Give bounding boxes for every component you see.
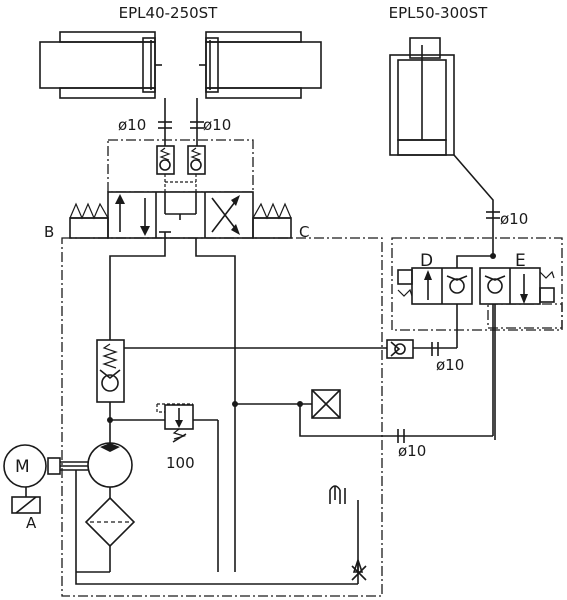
pipe-size-label-left-a: ø10 (118, 116, 146, 134)
pipe-coupling-return (397, 304, 494, 443)
pipe-size-label-return: ø10 (398, 442, 426, 460)
motor-label: M (15, 457, 30, 477)
line-check-valve (96, 339, 125, 403)
suction-filter (84, 496, 136, 572)
valve-block-boundary-right (391, 237, 563, 331)
pipe-coupling-right-top (486, 211, 500, 219)
pilot-check-valve-pair (156, 145, 206, 195)
tank-return-bottom (75, 470, 358, 585)
pilot-check-block-boundary (107, 139, 254, 193)
valve-e (479, 253, 555, 440)
relief-valve (110, 403, 219, 572)
tank-breather (329, 485, 346, 504)
pipe-size-label-pilot: ø10 (436, 356, 464, 374)
cylinder-right-model-label: EPL50-300ST (389, 4, 489, 22)
pipe-size-label-right-top: ø10 (500, 210, 528, 228)
port-label-c: C (299, 223, 309, 241)
tank-line (195, 238, 236, 572)
solenoid-a (11, 487, 41, 514)
solenoid-label: A (26, 514, 37, 532)
valve-block-subboundary (487, 303, 563, 329)
power-unit-boundary (61, 237, 383, 597)
cylinder-left-model-label: EPL40-250ST (119, 4, 219, 22)
cylinder-left-pair (39, 31, 322, 146)
pilot-check-right (386, 339, 439, 359)
valve-label-d: D (420, 251, 433, 271)
valve-label-e: E (515, 251, 526, 271)
relief-setting-label: 100 (166, 454, 195, 472)
pipe-coupling-left (158, 121, 204, 129)
hydraulic-pump (87, 442, 133, 498)
pipe-size-label-left-b: ø10 (203, 116, 231, 134)
electric-motor (3, 444, 88, 488)
directional-valve-left (69, 191, 292, 239)
return-filter-element (232, 389, 493, 437)
cylinder-right (389, 37, 494, 236)
valve-d (397, 236, 494, 305)
pressure-line (109, 238, 166, 340)
port-label-b: B (44, 223, 54, 241)
